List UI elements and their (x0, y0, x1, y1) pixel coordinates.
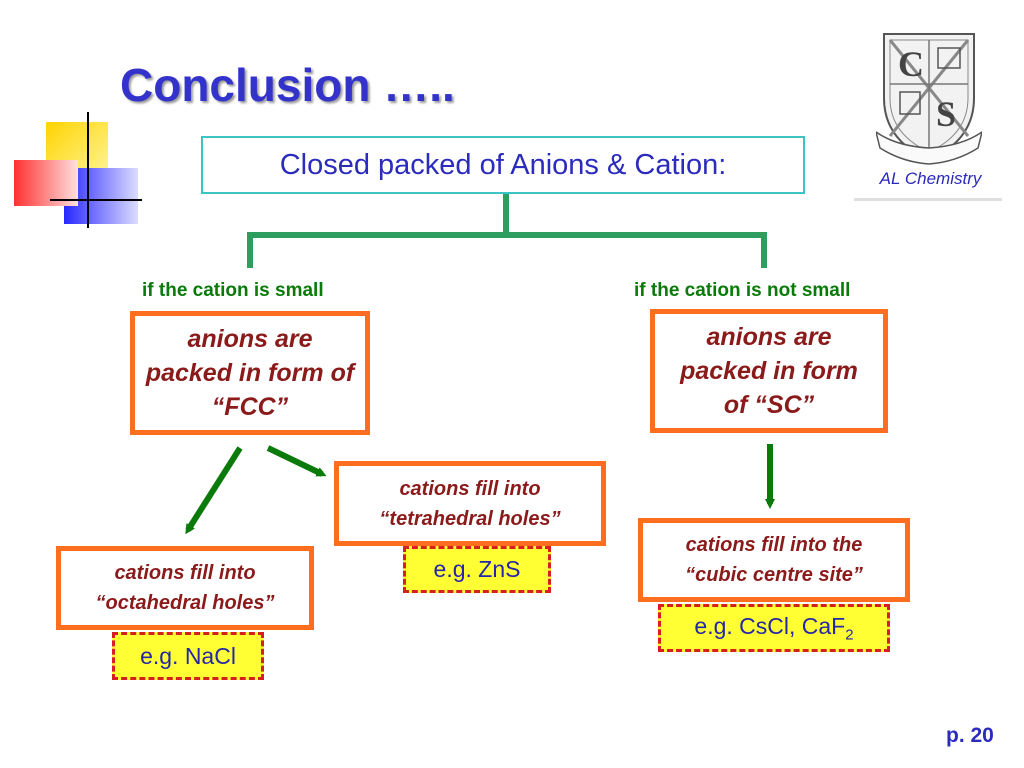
sc-packing-box: anions are packed in form of “SC” (650, 309, 888, 433)
logo-underline (854, 198, 1002, 201)
root-branch-connector (247, 194, 509, 268)
example-zns: e.g. ZnS (403, 546, 551, 593)
sc-packing-text: anions are packed in form of “SC” (680, 323, 858, 419)
example-nacl: e.g. NaCl (112, 632, 264, 680)
left-condition-label: if the cation is small (142, 280, 324, 301)
crest-letter-s: S (936, 94, 956, 134)
octahedral-box: cations fill into “octahedral holes” (56, 546, 314, 630)
subscript-2: 2 (845, 626, 854, 644)
tetrahedral-text: cations fill into “tetrahedral holes” (379, 477, 561, 530)
red-square (14, 160, 78, 206)
tetrahedral-box: cations fill into “tetrahedral holes” (334, 461, 606, 546)
cubic-centre-text: cations fill into the “cubic centre site… (685, 534, 863, 586)
octahedral-text: cations fill into “octahedral holes” (95, 562, 275, 614)
crest-gate-icon (899, 91, 921, 115)
root-branch-connector-right (506, 232, 767, 268)
page-number: p. 20 (946, 724, 994, 747)
cubic-centre-box: cations fill into the “cubic centre site… (638, 518, 910, 602)
fcc-packing-text: anions are packed in form of “FCC” (145, 325, 355, 421)
example-cscl-caf2-text: e.g. CsCl, CaF2 (694, 612, 854, 644)
decorative-squares (14, 112, 142, 228)
page-title: Conclusion ….. (120, 59, 455, 111)
crest-scroll-banner (876, 131, 982, 165)
right-condition-label: if the cation is not small (634, 280, 851, 301)
example-cscl-caf2: e.g. CsCl, CaF2 (658, 604, 890, 652)
school-crest-logo: C S (876, 33, 982, 165)
arrow-to-tetrahedral (266, 445, 327, 477)
crest-book-icon (937, 47, 961, 69)
crest-letter-c: C (898, 44, 924, 84)
example-zns-text: e.g. ZnS (433, 556, 521, 582)
root-node-box: Closed packed of Anions & Cation: (201, 136, 805, 194)
logo-caption: AL Chemistry (879, 169, 982, 188)
example-nacl-text: e.g. NaCl (140, 642, 236, 669)
fcc-packing-box: anions are packed in form of “FCC” (130, 311, 370, 435)
arrow-to-octahedral (185, 446, 243, 535)
root-node-text: Closed packed of Anions & Cation: (279, 148, 727, 181)
